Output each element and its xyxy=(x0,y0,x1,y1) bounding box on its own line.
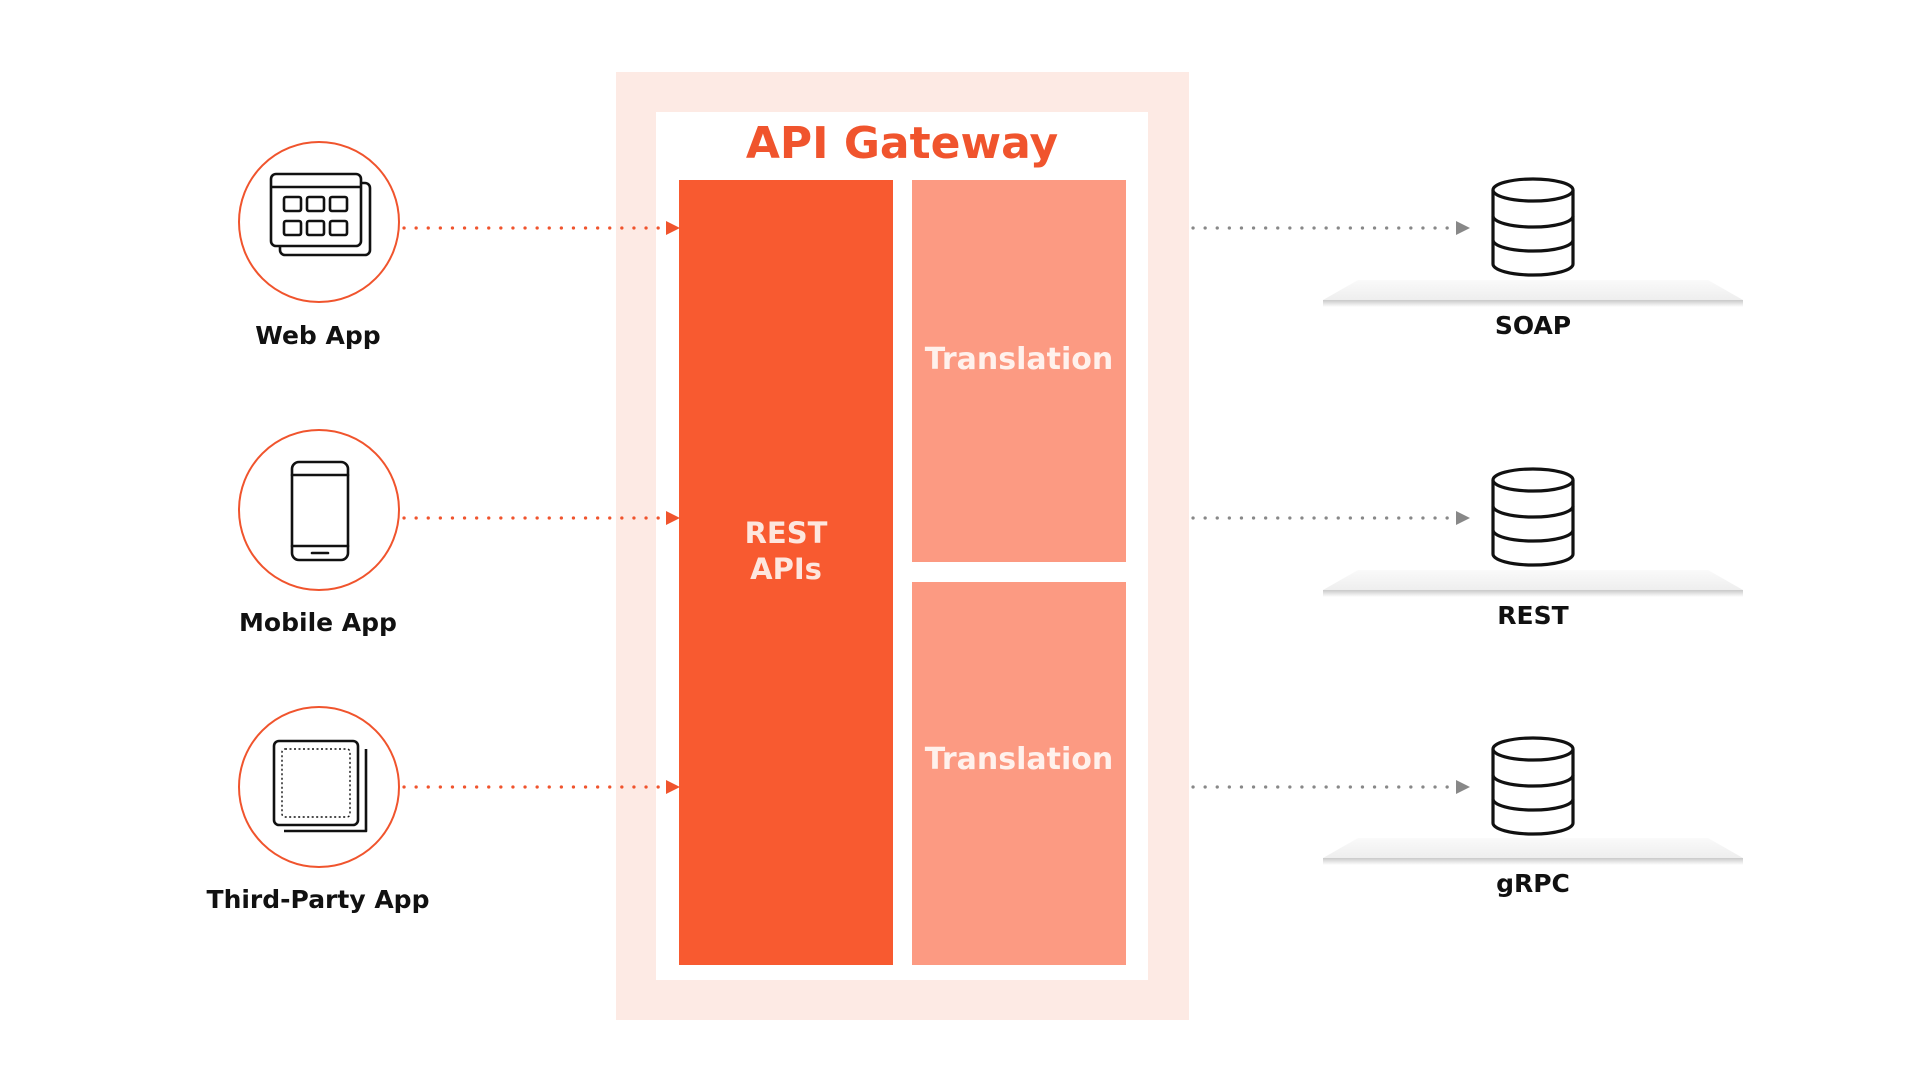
rest-apis-block: REST APIs xyxy=(679,180,893,965)
client-label-third-party-app: Third-Party App xyxy=(206,885,430,914)
client-connector-web xyxy=(402,221,680,235)
rest-apis-label: REST APIs xyxy=(744,515,828,586)
backend-shelf-soap xyxy=(1323,280,1743,307)
client-label-web-app: Web App xyxy=(255,321,381,350)
mobile-app-node xyxy=(238,429,400,591)
client-connector-third-party xyxy=(402,780,680,794)
backend-shelf-rest xyxy=(1323,570,1743,597)
database-icon xyxy=(1491,467,1575,567)
backend-shelf-grpc xyxy=(1323,838,1743,865)
client-label-mobile-app: Mobile App xyxy=(239,608,397,637)
web-app-grid-icon xyxy=(269,172,372,257)
translation-block-bottom: Translation xyxy=(912,582,1126,965)
translation-block-top: Translation xyxy=(912,180,1126,562)
third-party-app-icon xyxy=(272,739,368,833)
backend-label-rest: REST xyxy=(1497,601,1569,630)
backend-connector-soap xyxy=(1191,221,1470,235)
backend-label-grpc: gRPC xyxy=(1496,869,1570,898)
backend-connector-rest xyxy=(1191,511,1470,525)
backend-connector-grpc xyxy=(1191,780,1470,794)
database-icon xyxy=(1491,177,1575,277)
web-app-node xyxy=(238,141,400,303)
gateway-title: API Gateway xyxy=(745,118,1059,169)
client-connector-mobile xyxy=(402,511,680,525)
database-icon xyxy=(1491,736,1575,836)
translation-label-bottom: Translation xyxy=(924,742,1114,777)
third-party-app-node xyxy=(238,706,400,868)
translation-label-top: Translation xyxy=(924,342,1114,377)
backend-label-soap: SOAP xyxy=(1494,311,1572,340)
mobile-phone-icon xyxy=(290,460,350,562)
